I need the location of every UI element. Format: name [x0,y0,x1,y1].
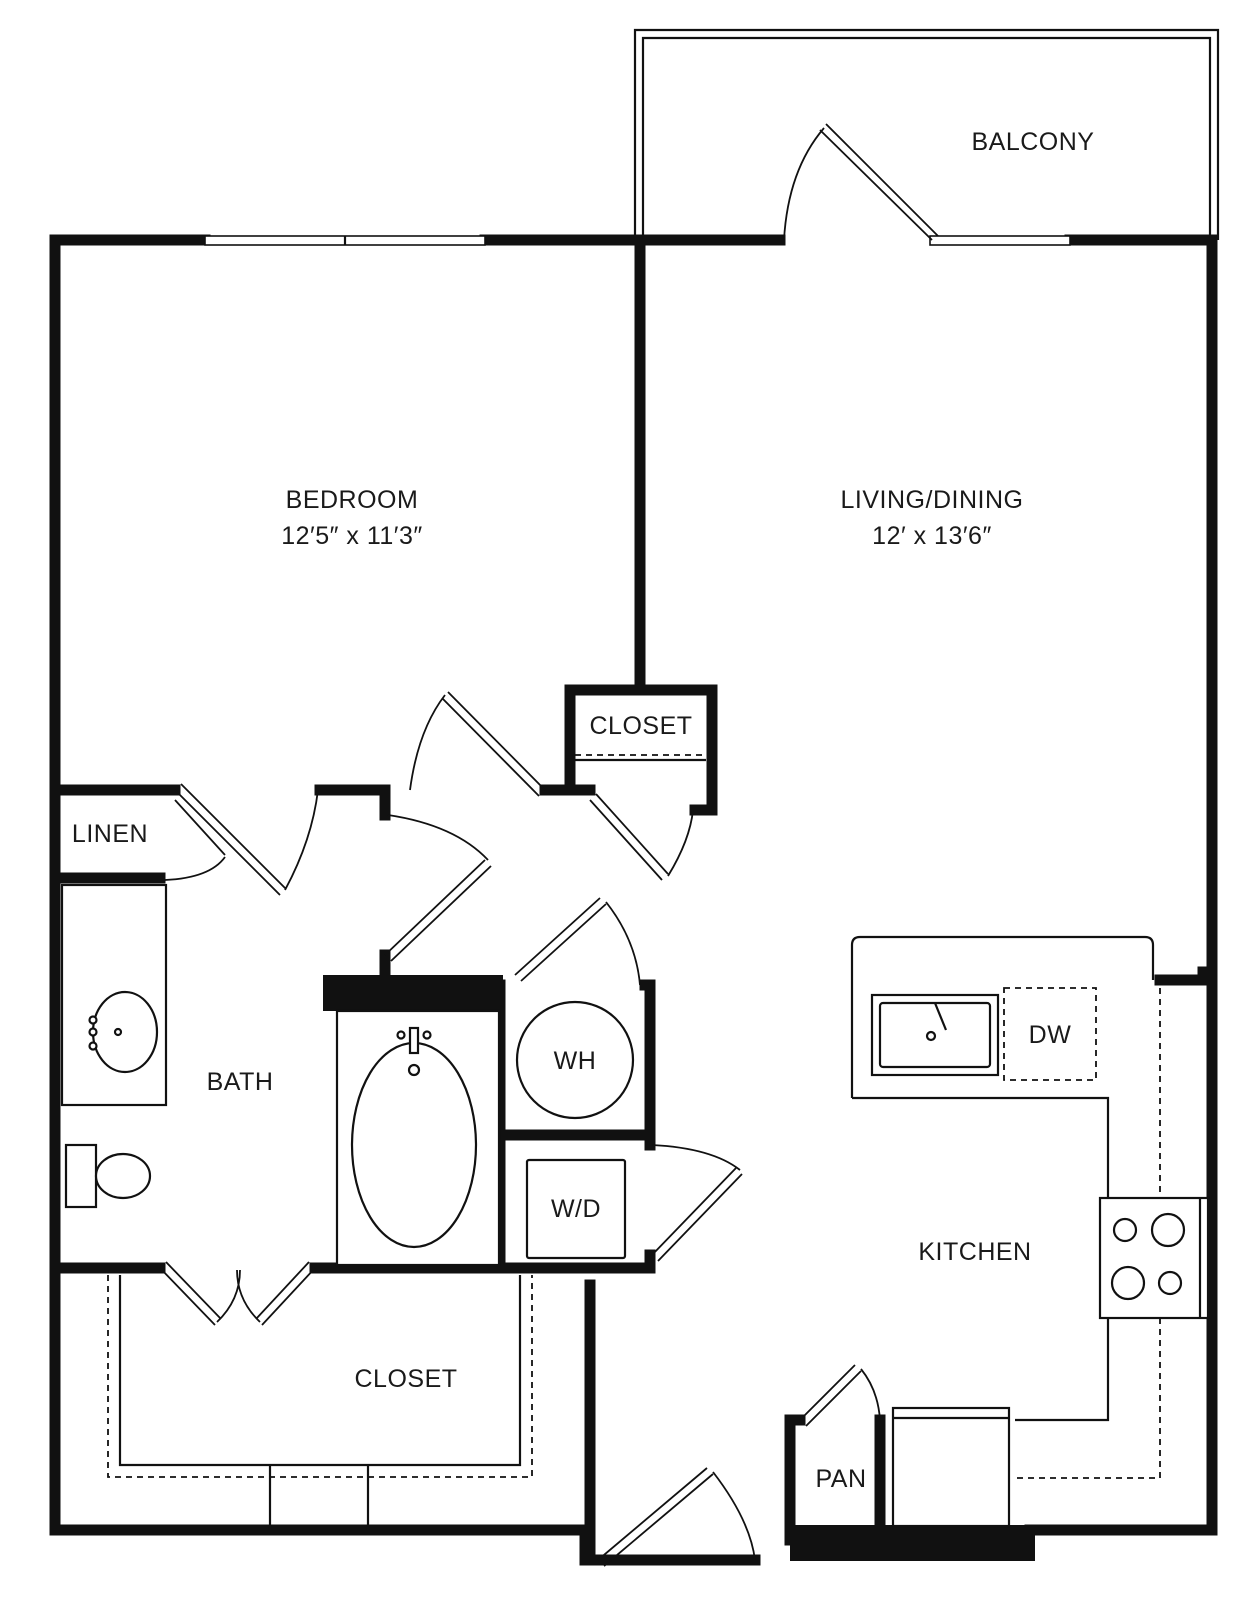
pantry-door [799,1364,886,1536]
bedroom-dims: 12′5″ x 11′3″ [281,522,423,550]
bath-label: BATH [207,1068,274,1096]
linen-door [164,783,319,896]
living-label: LIVING/DINING [841,486,1024,514]
living-dims: 12′ x 13′6″ [872,522,992,550]
balcony-door [783,123,939,241]
dw-label: DW [1029,1021,1072,1049]
interior-walls [49,234,1218,1566]
closet-double-door [159,1261,316,1326]
closet-shelving [107,1275,533,1530]
bath-header-block [323,975,503,1011]
closet-small-label: CLOSET [589,712,692,740]
balcony-label: BALCONY [972,128,1095,156]
refrigerator-icon [891,1406,1011,1528]
washer-dryer-icon [525,1158,627,1260]
wh-door [514,897,641,986]
tub [335,1009,501,1267]
bedroom-door [409,691,546,797]
kitchen-base-block [790,1525,1035,1561]
window-living [929,235,1071,246]
kitchen-label: KITCHEN [918,1238,1031,1266]
entry-door [597,1467,756,1567]
balcony-outline [633,28,1220,240]
dishwasher-icon [1003,987,1097,1081]
toilet-icon [64,1143,152,1209]
closet-door [575,754,706,881]
water-heater-icon [515,1000,635,1120]
wd-door [651,1144,743,1262]
pan-label: PAN [815,1465,866,1493]
wd-label: W/D [551,1195,601,1223]
vanity [60,883,168,1107]
sink-icon [91,990,159,1074]
bedroom-label: BEDROOM [286,486,419,514]
stove-icon [1098,1196,1210,1320]
window-bedroom [204,235,486,246]
wh-label: WH [554,1047,597,1075]
closet-large-label: CLOSET [354,1365,457,1393]
kitchen-sink-icon [870,993,1000,1077]
bath-door [384,814,492,962]
linen-label: LINEN [72,820,148,848]
